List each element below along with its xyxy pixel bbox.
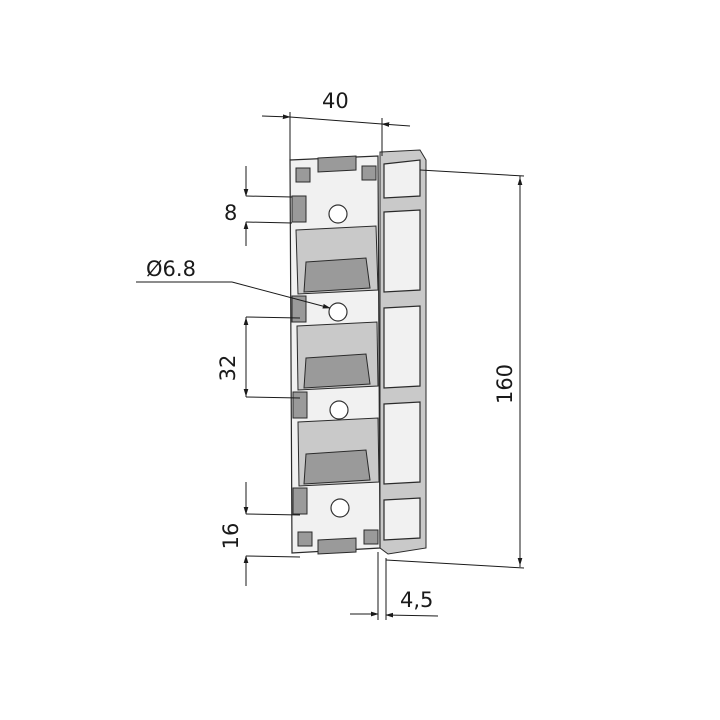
left-slot-3: [292, 391, 308, 419]
left-slot-1: [291, 195, 307, 223]
cavity-3-floor: [303, 449, 371, 485]
top-slot: [317, 155, 357, 173]
dimension-hole-diameter: Ø6.8: [136, 257, 331, 309]
core-hole-3: [329, 400, 349, 420]
dimension-slot-width-label: 8: [224, 201, 237, 225]
bottom-slot: [317, 537, 357, 555]
side-panel-2: [383, 305, 421, 389]
dimension-edge-offset-label: 16: [219, 523, 243, 550]
cavity-1-floor: [303, 257, 371, 293]
corner-pocket-bl: [297, 531, 313, 547]
dimension-width: 40: [261, 89, 411, 160]
aluminum-profile: [289, 149, 427, 555]
dimension-wall-thickness-label: 4,5: [400, 588, 433, 612]
side-panel-1: [383, 209, 421, 293]
dimension-pitch: 32: [216, 316, 301, 399]
core-hole-1: [328, 204, 348, 224]
core-hole-2: [328, 302, 348, 322]
left-slot-2: [291, 295, 307, 323]
dimension-height: 160: [385, 169, 525, 569]
side-panel-top: [383, 159, 421, 199]
dimension-wall-thickness: 4,5: [350, 552, 439, 620]
corner-pocket-tl: [295, 167, 311, 183]
dimension-edge-offset: 16: [219, 482, 301, 586]
left-slot-4: [292, 487, 308, 515]
core-hole-4: [330, 498, 350, 518]
dimension-slot-width: 8: [224, 166, 293, 246]
cavity-2-floor: [303, 353, 371, 389]
side-panel-bottom: [383, 497, 421, 541]
dimension-hole-diameter-label: Ø6.8: [146, 257, 196, 281]
side-panel-3: [383, 401, 421, 485]
dimension-width-label: 40: [322, 89, 349, 113]
dimension-height-label: 160: [493, 364, 517, 404]
corner-pocket-tr: [361, 165, 377, 181]
corner-pocket-br: [363, 529, 379, 545]
dimension-pitch-label: 32: [216, 355, 240, 382]
